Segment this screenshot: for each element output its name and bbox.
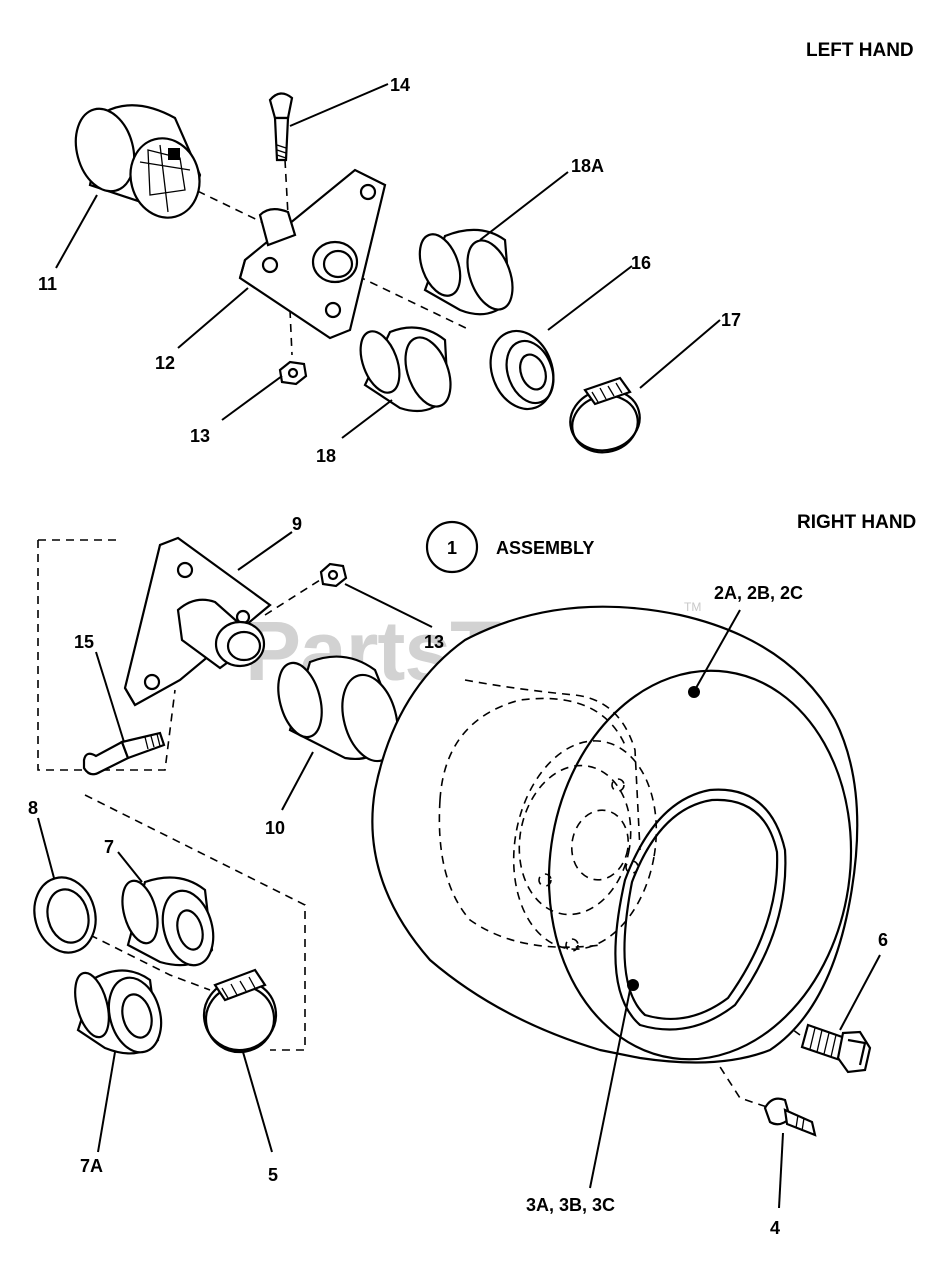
axis-line <box>284 159 289 216</box>
part-16-bearing <box>489 329 555 411</box>
assembly-marker: 1 ASSEMBLY <box>425 520 594 574</box>
callout-7: 7 <box>104 837 114 857</box>
callout-16: 16 <box>631 253 651 273</box>
part-11-spacer <box>74 104 202 219</box>
assembly-label: ASSEMBLY <box>496 538 594 558</box>
heading-right-hand: RIGHT HAND <box>797 512 916 533</box>
axis-line <box>344 269 471 331</box>
callout-dot <box>627 979 639 991</box>
axis-line <box>89 934 211 991</box>
part-17-clamp <box>569 376 641 454</box>
leader-lines <box>37 83 881 1209</box>
part-13-nut <box>319 562 348 588</box>
part-12-flange-bracket <box>238 168 387 340</box>
part-9-flange-bracket <box>123 536 272 707</box>
part-15-bolt <box>82 731 166 776</box>
callout-11: 11 <box>38 274 57 294</box>
callout-17: 17 <box>721 310 741 330</box>
assembly-box <box>37 539 176 771</box>
callout-9: 9 <box>292 514 302 534</box>
callout-7a: 7A <box>80 1156 103 1176</box>
callout-18a: 18A <box>571 156 604 176</box>
callout-6: 6 <box>878 930 888 950</box>
callout-8: 8 <box>28 798 38 818</box>
assembly-circle <box>425 520 479 574</box>
axis-line <box>264 579 321 616</box>
axis-line <box>289 309 293 356</box>
part-18-bushing <box>359 326 452 413</box>
part-18a-bushing <box>418 228 514 316</box>
heading-left-hand: LEFT HAND <box>806 40 914 61</box>
part-8-seal <box>33 876 97 954</box>
callout-13: 13 <box>190 426 210 446</box>
callout-13-right: 13 <box>424 632 444 652</box>
part-7-bearing <box>121 876 215 967</box>
assembly-number: 1 <box>447 538 457 558</box>
assembly-box <box>84 794 306 1051</box>
part-6-lug-bolt <box>800 1023 872 1074</box>
callout-3: 3A, 3B, 3C <box>526 1195 615 1215</box>
watermark-tm: TM <box>684 600 701 614</box>
part-10-spacer <box>277 655 399 763</box>
callout-14: 14 <box>390 75 410 95</box>
callout-10: 10 <box>265 818 285 838</box>
callout-5: 5 <box>268 1165 278 1185</box>
callout-12: 12 <box>155 353 175 373</box>
part-7a-bushing <box>74 969 163 1055</box>
callout-4: 4 <box>770 1218 780 1238</box>
part-3-rim <box>438 679 787 1031</box>
part-5-clamp <box>202 968 278 1054</box>
callout-2: 2A, 2B, 2C <box>714 583 803 603</box>
callout-18: 18 <box>316 446 336 466</box>
part-2-tire <box>371 605 859 1064</box>
part-14-bolt <box>268 92 294 162</box>
part-13-nut <box>278 360 308 386</box>
callout-15: 15 <box>74 632 94 652</box>
callout-dot <box>688 686 700 698</box>
part-4-valve-stem <box>763 1097 817 1137</box>
